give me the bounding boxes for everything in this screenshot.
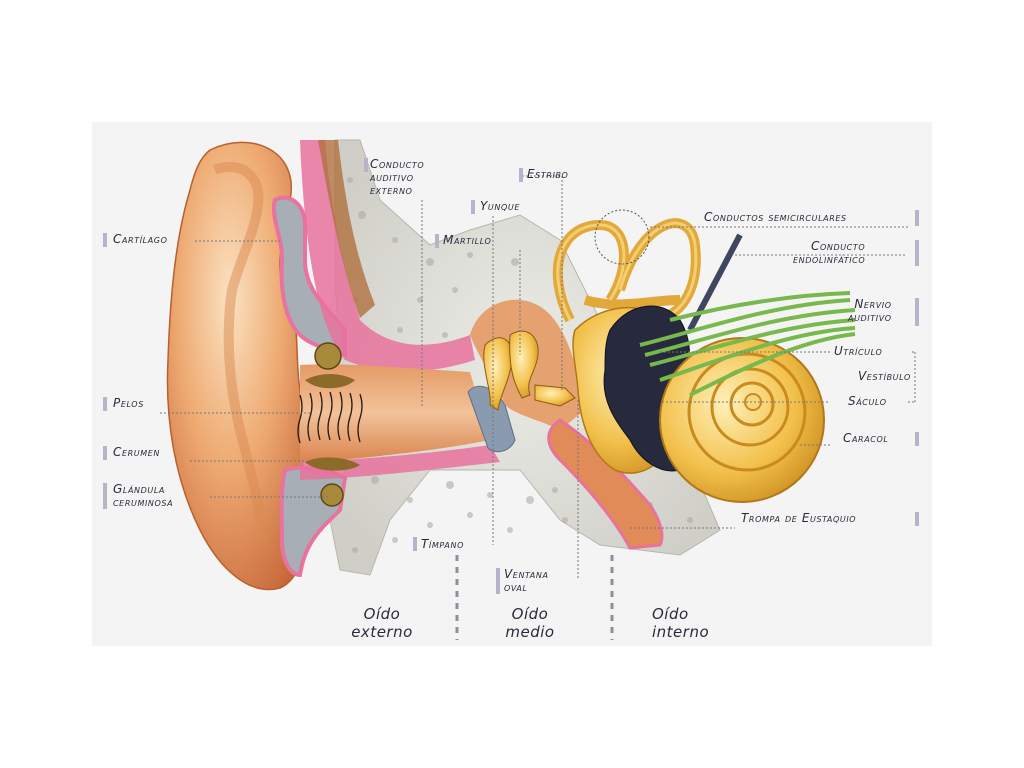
label-saculo: Sáculo <box>848 394 887 408</box>
label-martillo: Martillo <box>443 233 492 247</box>
label-utriculo: Utrículo <box>834 344 883 358</box>
ossicle-malleus <box>483 337 513 411</box>
section-line: medio <box>505 623 555 641</box>
ossicle-incus <box>509 330 539 399</box>
section-oido-medio: Oído medio <box>495 605 565 641</box>
label-line: Glándula <box>113 482 165 496</box>
gland-lower <box>320 483 344 507</box>
label-line: Nervio <box>854 297 892 311</box>
label-line: Conducto <box>370 157 425 171</box>
label-ventana-oval: Ventana oval <box>504 568 549 594</box>
label-line: auditivo <box>848 310 892 324</box>
label-yunque: Yunque <box>480 199 520 213</box>
label-conductos-semicirculares: Conductos semicirculares <box>704 210 847 224</box>
tympanic-membrane <box>467 385 516 453</box>
label-glandula-ceruminosa: Glándula ceruminosa <box>113 483 173 509</box>
label-line: Conducto <box>811 239 866 253</box>
gland-upper <box>314 342 342 370</box>
label-estribo: Estribo <box>527 167 569 181</box>
label-line: auditivo <box>370 170 414 184</box>
bone-pores <box>347 177 693 553</box>
leader-lines <box>160 175 916 580</box>
cochlea <box>659 337 825 503</box>
label-vestibulo: Vestíbulo <box>858 369 911 383</box>
section-oido-externo: Oído externo <box>342 605 422 641</box>
label-cerumen: Cerumen <box>113 445 160 459</box>
ear-canal <box>300 364 490 462</box>
hairs <box>297 391 363 444</box>
label-nervio-auditivo: Nervio auditivo <box>848 298 892 324</box>
canal-wall-upper <box>300 140 475 372</box>
label-line: Ventana <box>504 567 549 581</box>
section-oido-interno: Oído interno <box>652 605 742 641</box>
section-line: Oído <box>363 605 401 623</box>
label-line: oval <box>504 580 528 594</box>
label-line: endolinfático <box>793 252 866 266</box>
ossicle-stapes <box>534 384 576 407</box>
section-line: Oído <box>652 605 689 623</box>
section-line: interno <box>652 623 710 641</box>
section-dividers <box>455 555 614 640</box>
label-caracol: Caracol <box>843 431 889 445</box>
auditory-nerve <box>639 291 856 397</box>
label-conducto-auditivo-externo: Conducto auditivo externo <box>370 158 424 197</box>
label-trompa-de-eustaquio: Trompa de Eustaquio <box>741 511 857 525</box>
section-line: externo <box>351 623 413 641</box>
label-timpano: Tímpano <box>421 537 464 551</box>
label-line: externo <box>370 183 413 197</box>
section-line: Oído <box>511 605 549 623</box>
label-pelos: Pelos <box>113 396 144 410</box>
label-cartilago: Cartílago <box>113 232 168 246</box>
label-conducto-endolinfatico: Conducto endolinfático <box>793 240 865 266</box>
label-line: ceruminosa <box>113 495 174 509</box>
